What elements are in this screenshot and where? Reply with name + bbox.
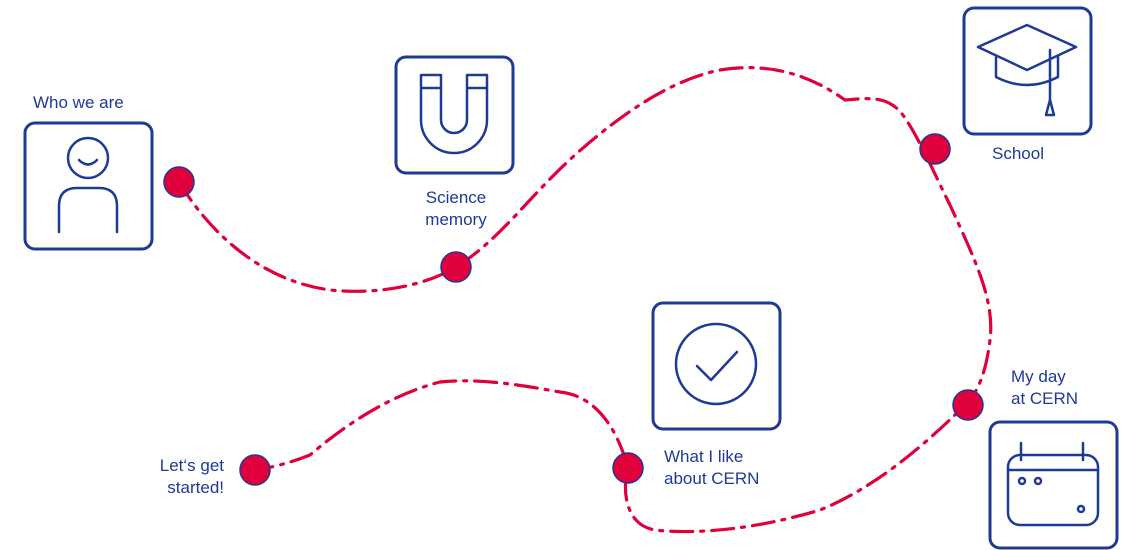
label-school: School: [992, 144, 1044, 163]
magnet-icon[interactable]: [394, 55, 515, 175]
waypoint-my-day-at-cern[interactable]: [952, 389, 984, 421]
calendar-icon[interactable]: [988, 420, 1119, 550]
waypoint-lets-get-started[interactable]: [239, 454, 271, 486]
person-icon[interactable]: [23, 121, 154, 251]
journey-path: [177, 66, 993, 534]
graduation-cap-icon[interactable]: [962, 6, 1093, 136]
label-what-i-like: What I like about CERN: [664, 447, 760, 488]
waypoint-science-memory[interactable]: [440, 251, 472, 283]
label-who-we-are: Who we are: [33, 93, 124, 112]
waypoint-school[interactable]: [919, 133, 951, 165]
label-lets-get-started: Let‘s get started!: [159, 456, 224, 497]
checkmark-icon[interactable]: [651, 301, 782, 431]
waypoint-who-we-are[interactable]: [163, 166, 195, 198]
label-my-day-at-cern: My day at CERN: [1011, 367, 1079, 408]
label-science-memory: Science memory: [425, 188, 487, 229]
waypoint-what-i-like[interactable]: [612, 452, 644, 484]
